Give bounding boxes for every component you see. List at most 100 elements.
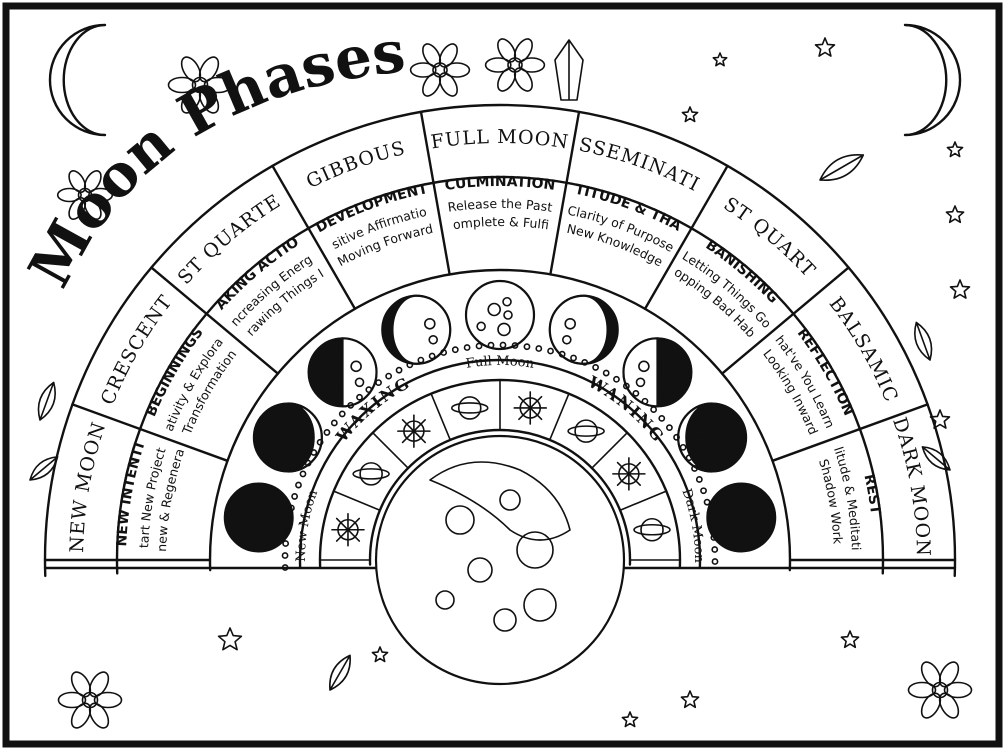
star-icon (681, 106, 699, 123)
compass-star-icon (513, 391, 548, 425)
bead (570, 354, 577, 362)
wheel-arc-3 (298, 358, 702, 569)
bead (463, 344, 471, 351)
star-icon (949, 279, 971, 299)
inner-divider (548, 392, 570, 441)
bead (310, 449, 318, 456)
bead (375, 379, 382, 387)
star-icon (621, 711, 639, 728)
bead (304, 459, 312, 467)
bead (581, 358, 589, 366)
flower-icon (167, 56, 233, 114)
bead (706, 510, 714, 518)
compass-star-icon (397, 414, 431, 448)
bead (695, 476, 703, 483)
phase-theme: CULMINATION (444, 174, 556, 194)
moon-phase-icon (548, 294, 619, 365)
moon-phase-icon (706, 482, 777, 553)
bead (523, 343, 531, 351)
bead (641, 397, 649, 405)
planet-icon (633, 517, 671, 542)
bead (535, 345, 543, 352)
bead (666, 424, 673, 432)
inner-divider (591, 431, 629, 469)
bead (451, 346, 459, 354)
wheel-divider (71, 403, 229, 463)
wheel-arc-1 (115, 175, 885, 575)
moon-icons (223, 279, 777, 553)
bead (679, 443, 687, 451)
planet-icon (450, 396, 489, 420)
flower-icon (484, 38, 546, 92)
bead (558, 350, 566, 358)
flower-icon (409, 43, 471, 97)
crescent-moon-icon (48, 23, 107, 137)
bead (285, 516, 293, 524)
bead (330, 419, 338, 427)
inner-divider (619, 490, 668, 512)
moon-phase-icon (677, 402, 748, 473)
star-icon (371, 646, 389, 663)
leaf-icon (329, 654, 351, 691)
bead (613, 375, 620, 383)
inner-divider (371, 431, 409, 469)
leaf-icon (819, 154, 865, 181)
moon-phase-icon (381, 294, 452, 365)
bead (347, 401, 355, 409)
bead (622, 382, 630, 390)
inner-divider (430, 392, 452, 441)
bead (291, 493, 299, 500)
star-icon (929, 409, 951, 429)
wheel-arc-0 (43, 103, 957, 578)
moon-phase-icon (307, 337, 378, 408)
bead (710, 534, 718, 541)
bead (658, 414, 666, 422)
bead (691, 465, 698, 472)
bead (395, 366, 403, 374)
bead (708, 522, 716, 530)
wheel-arc-2 (208, 268, 792, 572)
bead (299, 470, 307, 478)
bead (711, 546, 719, 553)
bead (487, 341, 495, 349)
bead (282, 540, 290, 547)
phase-description: Release the Past (447, 196, 554, 215)
wheel-divider (643, 164, 729, 311)
bead (602, 369, 610, 377)
star-icon (680, 690, 700, 709)
wheel-divider (419, 110, 451, 276)
leaf-icon (921, 446, 951, 471)
bead (711, 558, 719, 565)
moon-phase-icon (622, 337, 693, 408)
compass-star-icon (612, 457, 646, 491)
flower-icon (56, 170, 114, 220)
bead (592, 364, 599, 371)
bead (685, 454, 693, 462)
bead (385, 372, 393, 380)
bead (287, 504, 295, 512)
bead (511, 342, 519, 349)
bead (365, 386, 373, 394)
star-icon (840, 630, 860, 649)
flower-icon (57, 671, 123, 729)
bead (703, 498, 711, 506)
wheel-divider (771, 403, 929, 463)
bead (283, 528, 291, 535)
crystal-icon (554, 39, 584, 101)
central-full-moon (374, 434, 626, 686)
bead (356, 393, 363, 401)
bead (406, 361, 414, 369)
planet-icon (352, 462, 390, 486)
bead (475, 342, 483, 350)
moon-phase-icon (464, 279, 536, 351)
bead (417, 356, 425, 364)
star-icon (712, 52, 728, 67)
bead (650, 406, 658, 413)
star-icon (814, 37, 836, 57)
star-icon (217, 627, 243, 651)
bead (547, 347, 554, 355)
bead (428, 352, 436, 360)
inner-divider (332, 490, 381, 512)
star-icon (946, 141, 964, 158)
